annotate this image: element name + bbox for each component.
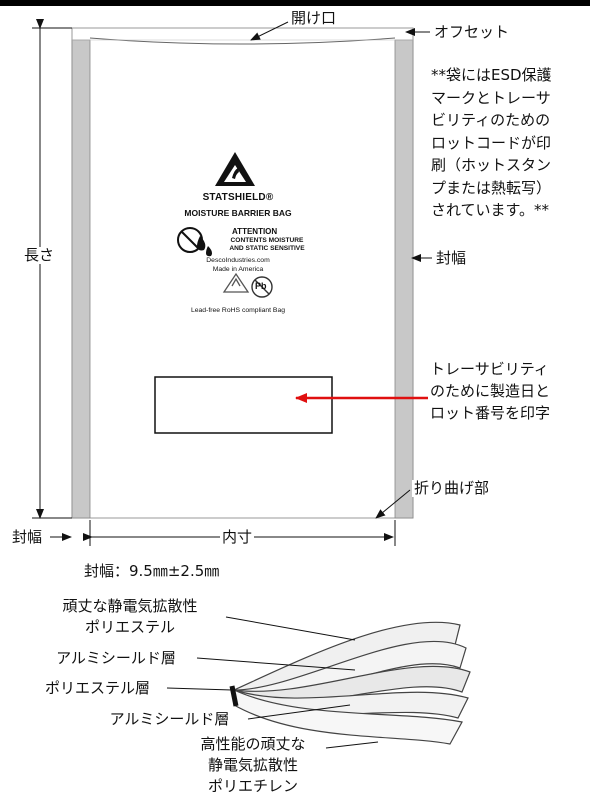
- bag-made-in: Made in America: [212, 266, 264, 273]
- inner-size-label: 内寸: [220, 528, 255, 546]
- seal-spec-text: 封幅：9.5㎜±2.5㎜: [82, 562, 222, 580]
- opening-arrow: [250, 21, 289, 41]
- recycle-symbol: [222, 272, 250, 293]
- top-border: [0, 0, 590, 6]
- traceability-note: トレーサビリティ のために製造日と ロット番号を印字: [430, 360, 551, 422]
- bag-attention: ATTENTION: [232, 227, 278, 236]
- layer-label-2: アルミシールド層: [56, 649, 176, 667]
- length-label: 長さ: [22, 246, 57, 264]
- pb-text: Pb: [255, 281, 267, 291]
- lot-code-box: [154, 376, 333, 434]
- right-seal-strip: [394, 39, 414, 519]
- layer-stack-edge: [229, 685, 239, 707]
- fold-arrow: [375, 489, 411, 519]
- seal-width-right-label: 封幅: [434, 249, 469, 267]
- left-seal-strip: [71, 39, 91, 519]
- offset-label: オフセット: [432, 23, 512, 41]
- seal-width-left-label: 封幅: [10, 528, 45, 546]
- bag-contents-warning: CONTENTS MOISTURE AND STATIC SENSITIVE: [229, 237, 305, 252]
- moisture-static-symbol: [177, 227, 212, 257]
- fold-label: 折り曲げ部: [412, 479, 492, 497]
- opening-curve: [89, 37, 396, 45]
- bag-compliance: Lead-free RoHS compliant Bag: [190, 307, 286, 314]
- layer-label-1: 頑丈な静電気拡散性 ポリエステル: [62, 597, 198, 636]
- layer-stack: [232, 621, 471, 745]
- layer-label-3: ポリエステル層: [44, 679, 150, 697]
- esd-mark-note: **袋にはESD保護 マークとトレーサ ビリティのための ロットコードが印 刷（…: [431, 66, 552, 219]
- bag-brand: STATSHIELD®: [202, 192, 274, 203]
- bag-type: MOISTURE BARRIER BAG: [184, 208, 292, 218]
- layer-leaders: [166, 616, 379, 749]
- bag-website: DescoIndustries.com: [206, 257, 270, 264]
- opening-label: 開け口: [289, 9, 339, 27]
- bag-outline: [71, 27, 414, 519]
- esd-symbol: [215, 152, 255, 186]
- layer-label-5: 高性能の頑丈な 静電気拡散性 ポリエチレン: [200, 735, 306, 795]
- layer-label-4: アルミシールド層: [109, 710, 230, 728]
